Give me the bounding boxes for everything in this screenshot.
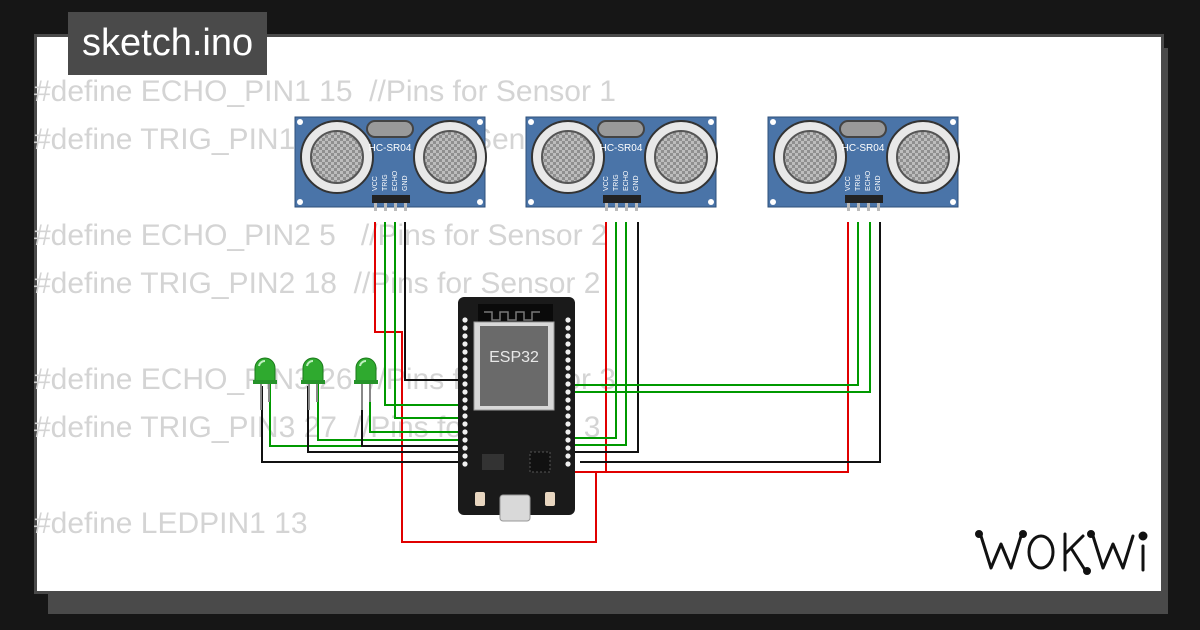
wokwi-logo [975,530,1148,575]
header-pin [462,341,468,347]
header-pin [462,397,468,403]
wire-led [269,380,462,447]
header-pin [462,405,468,411]
header-pin [462,333,468,339]
header-pin [462,325,468,331]
header-pin [565,365,571,371]
header-pin [462,357,468,363]
header-pin [565,317,571,323]
header-pin [462,461,468,467]
wire-trig [384,222,462,406]
wire-gnd [404,222,460,381]
ultrasonic-sensor-3: HC-SR04 [767,116,960,212]
header-pin [462,413,468,419]
header-pin [462,317,468,323]
wire-trig [570,222,617,439]
sensor-label: HC-SR04 [842,143,885,154]
file-tab[interactable]: sketch.ino [68,12,268,75]
esp32-board: ESP32 [458,297,575,522]
header-pin [565,461,571,467]
header-pin [462,373,468,379]
header-pin [565,389,571,395]
header-pin [565,421,571,427]
ultrasonic-sensor-2: HC-SR04 [525,116,718,212]
header-pin [462,349,468,355]
board-label: ESP32 [489,349,539,366]
code-line: #define TRIG_PIN2 18 //Pins for Sensor 2 [34,267,601,300]
header-pin [565,325,571,331]
header-pin [565,453,571,459]
header-pin [565,405,571,411]
code-line: #define ECHO_PIN2 5 //Pins for Sensor 2 [34,219,608,252]
header-pin [462,421,468,427]
wire-echo [394,222,462,419]
header-pin [462,445,468,451]
header-pin [565,437,571,443]
wire-vcc [570,222,849,473]
wire-echo [570,222,871,393]
ultrasonic-sensor-1: HC-SR04 [294,116,487,212]
header-pin [462,453,468,459]
header-pin [565,429,571,435]
led-1 [252,357,278,411]
wire-led-gnd [361,386,462,447]
wire-echo [570,222,627,446]
wire-gnd [570,222,639,453]
sensor-label: HC-SR04 [369,143,412,154]
header-pin [565,397,571,403]
header-pin [565,413,571,419]
header-pin [462,437,468,443]
header-pin [462,365,468,371]
led-2 [300,357,326,411]
header-pin [565,373,571,379]
header-pin [565,341,571,347]
header-pin [462,389,468,395]
led-3 [353,357,379,411]
code-line: #define LEDPIN1 13 [34,507,308,540]
wire-gnd [580,222,881,463]
header-pin [565,445,571,451]
header-pin [565,349,571,355]
header-pin [565,381,571,387]
header-pin [462,429,468,435]
pin-header-right [565,317,571,467]
header-pin [462,381,468,387]
sensor-label: HC-SR04 [600,143,643,154]
pin-header-left [462,317,468,467]
wire-led-gnd [261,386,462,463]
code-line: #define ECHO_PIN1 15 //Pins for Sensor 1 [34,75,616,108]
wire-trig [570,222,859,386]
header-pin [565,333,571,339]
header-pin [565,357,571,363]
